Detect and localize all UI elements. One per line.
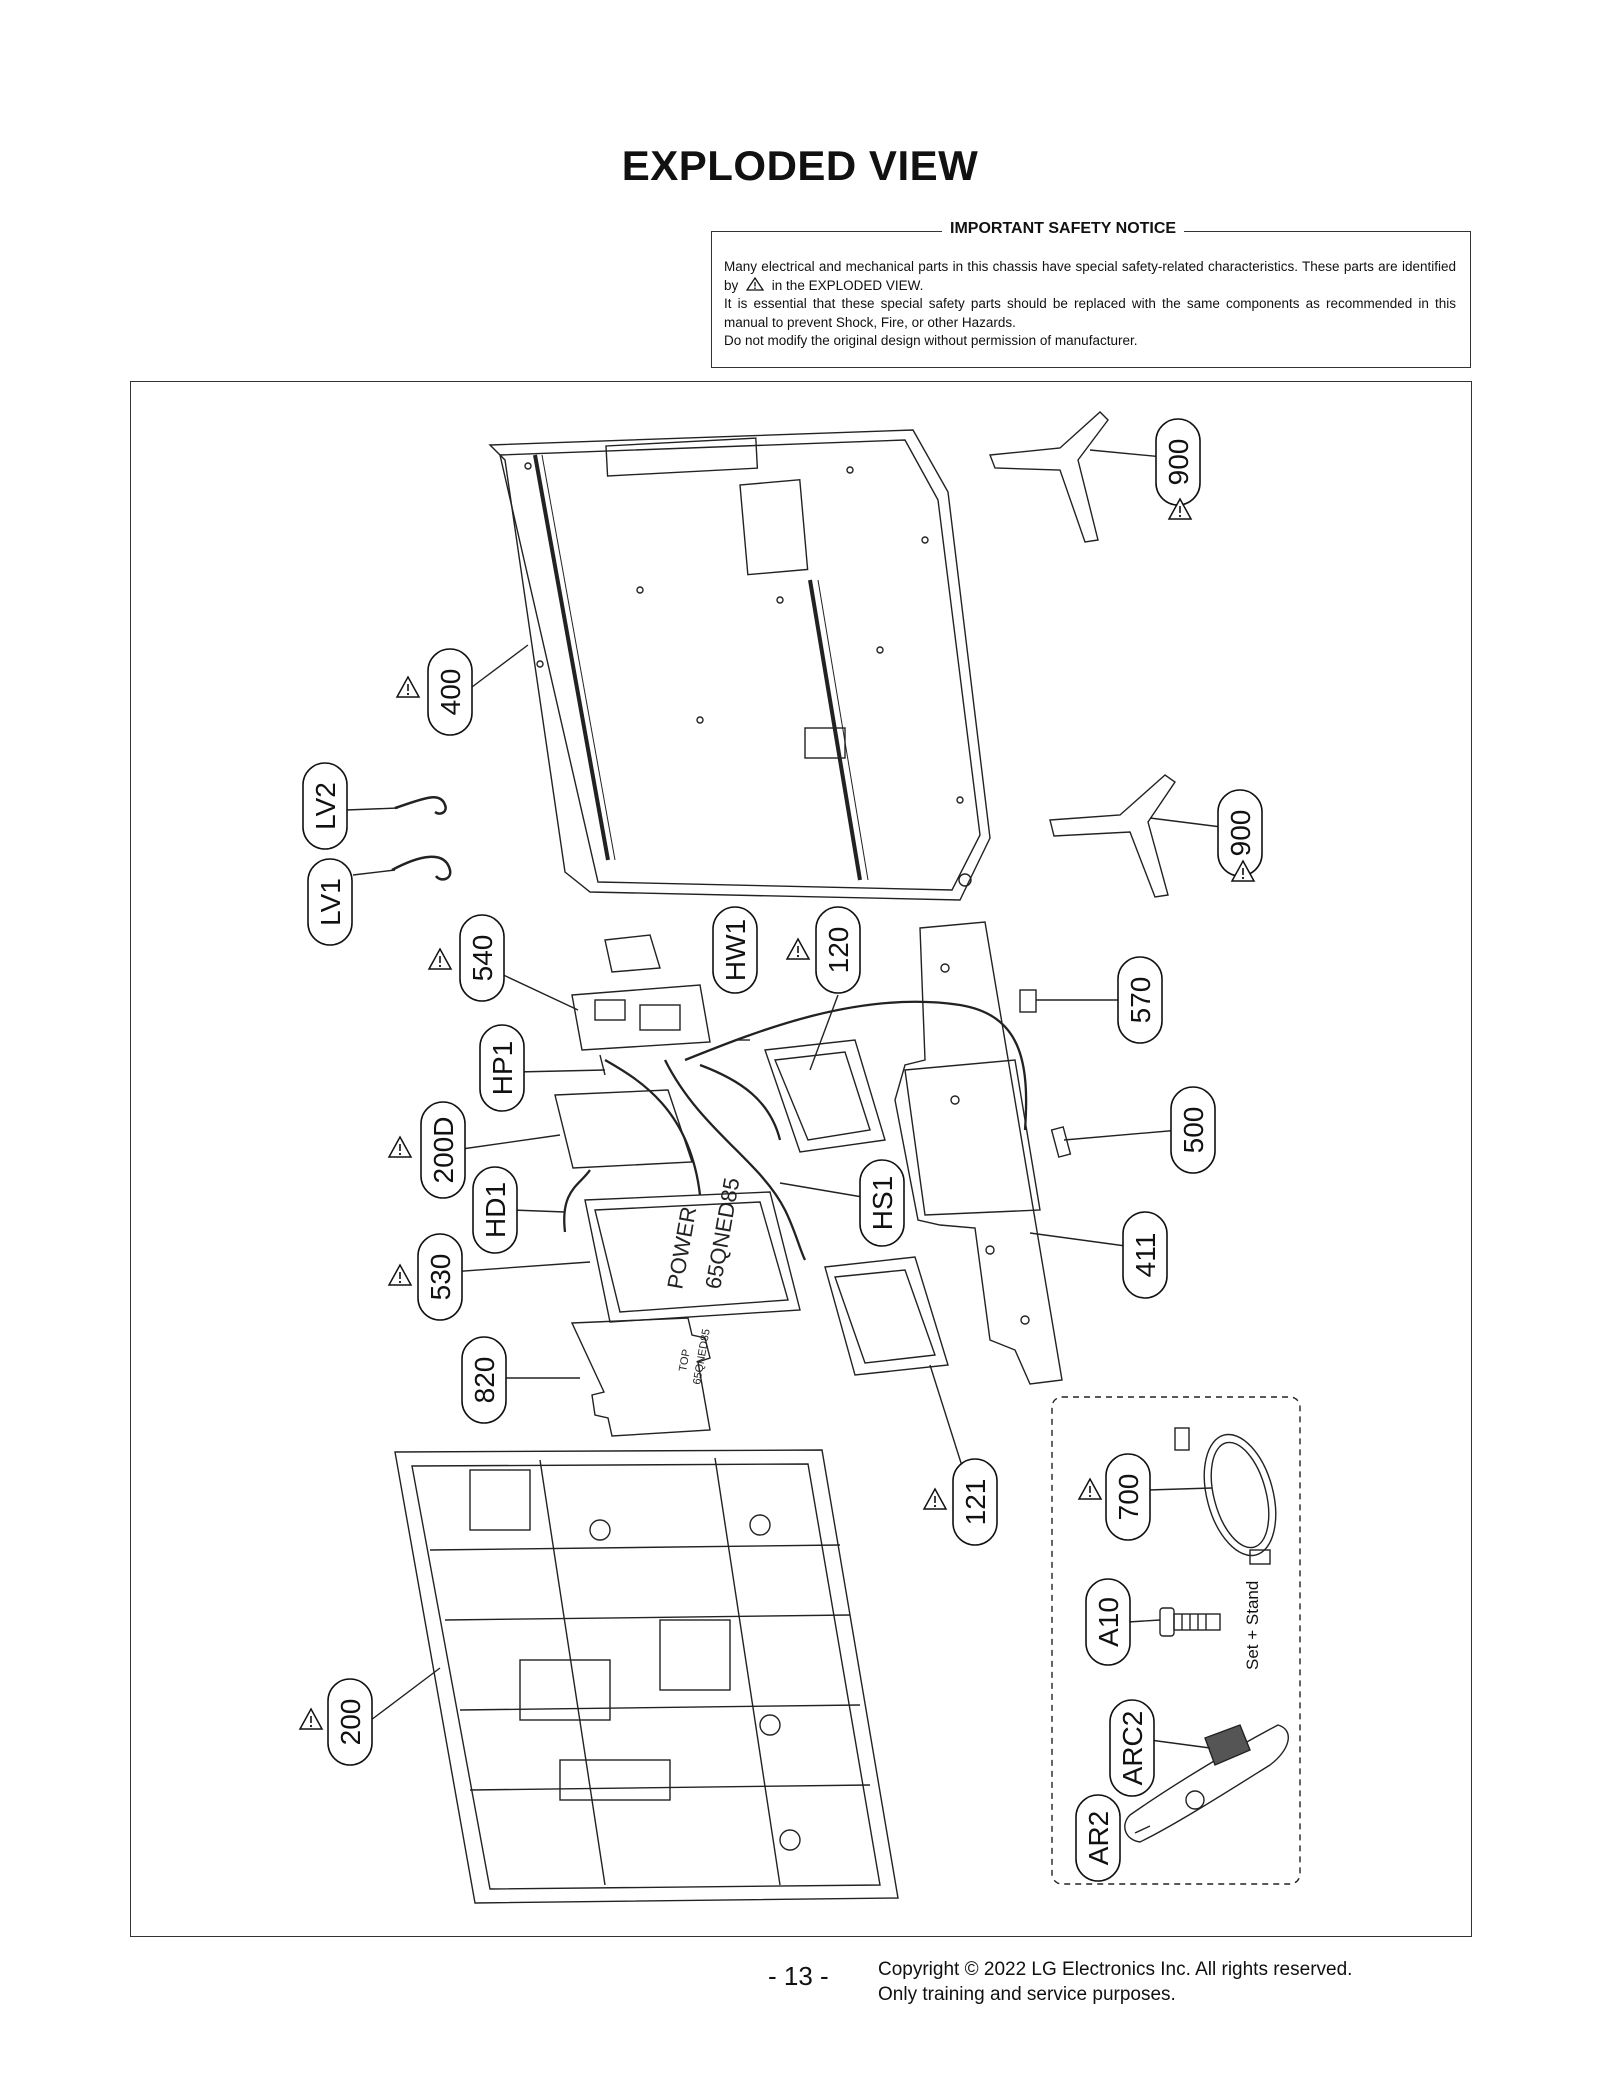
accessory-box — [1051, 1396, 1301, 1885]
speaker-121-part — [824, 1256, 949, 1376]
warning-icon — [388, 1136, 412, 1158]
svg-text:HW1: HW1 — [720, 919, 751, 981]
part-balloon-530: 530 — [417, 1233, 463, 1321]
warning-icon — [428, 948, 452, 970]
part-balloon-ar2: AR2 — [1075, 1794, 1121, 1882]
board-570-part — [1019, 989, 1037, 1013]
part-balloon-700: 700 — [1105, 1453, 1151, 1541]
safety-notice-body: Many electrical and mechanical parts in … — [724, 258, 1456, 351]
svg-text:HD1: HD1 — [480, 1182, 511, 1238]
part-balloon-900b: 900 — [1217, 789, 1263, 877]
part-balloon-820: 820 — [461, 1336, 507, 1424]
svg-text:ARC2: ARC2 — [1117, 1711, 1148, 1786]
part-balloon-arc2: ARC2 — [1109, 1699, 1155, 1797]
svg-text:570: 570 — [1125, 977, 1156, 1024]
svg-text:HS1: HS1 — [867, 1176, 898, 1230]
bracket-411-part — [894, 921, 1063, 1385]
notice-line2: It is essential that these special safet… — [724, 296, 1456, 330]
warning-icon — [299, 1708, 323, 1730]
safety-notice: IMPORTANT SAFETY NOTICE Many electrical … — [711, 220, 1471, 368]
hp1-cable — [604, 1059, 702, 1196]
svg-text:200D: 200D — [428, 1117, 459, 1184]
hw1-cable — [684, 1000, 1028, 1131]
back-cover-part — [488, 429, 991, 901]
warning-icon — [786, 938, 810, 960]
svg-text:A10: A10 — [1093, 1597, 1124, 1647]
part-balloon-hd1: HD1 — [472, 1166, 518, 1254]
svg-text:AR2: AR2 — [1083, 1811, 1114, 1865]
stand-upper-part — [989, 411, 1109, 543]
power-cord-part — [1174, 1427, 1277, 1565]
warning-icon — [745, 276, 765, 291]
part-balloon-hp1: HP1 — [479, 1024, 525, 1112]
part-balloon-411: 411 — [1122, 1211, 1168, 1299]
part-balloon-hs1: HS1 — [859, 1159, 905, 1247]
notice-line3: Do not modify the original design withou… — [724, 333, 1138, 348]
svg-text:LV1: LV1 — [315, 878, 346, 926]
page-title: EXPLODED VIEW — [621, 142, 979, 189]
part-balloon-121: 121 — [952, 1458, 998, 1546]
svg-text:HP1: HP1 — [487, 1041, 518, 1095]
diagram-frame — [130, 381, 1472, 1937]
svg-text:700: 700 — [1113, 1474, 1144, 1521]
svg-text:900: 900 — [1225, 810, 1256, 857]
warning-icon — [923, 1488, 947, 1510]
warning-icon — [396, 676, 420, 698]
svg-text:400: 400 — [435, 669, 466, 716]
screw-note: Set + Stand — [1243, 1581, 1262, 1670]
board-500-part — [1050, 1126, 1072, 1158]
notice-line1: Many electrical and mechanical parts in … — [724, 259, 1456, 293]
svg-text:900: 900 — [1163, 439, 1194, 486]
part-balloon-900a: 900 — [1155, 418, 1201, 506]
notice-line1-tail: in the EXPLODED VIEW. — [771, 277, 924, 293]
part-balloon-570: 570 — [1117, 956, 1163, 1044]
svg-text:530: 530 — [425, 1254, 456, 1301]
part-balloon-120: 120 — [815, 906, 861, 994]
power-board-text2: 65QNED85 — [700, 1176, 744, 1291]
part-balloon-hw1: HW1 — [712, 906, 758, 994]
screw-part — [1159, 1607, 1221, 1637]
part-balloon-400: 400 — [427, 648, 473, 736]
sheet-text1: TOP — [677, 1348, 693, 1372]
part-balloon-lv1: LV1 — [307, 858, 353, 946]
warning-icon — [1078, 1478, 1102, 1500]
svg-text:820: 820 — [469, 1357, 500, 1404]
power-cable — [699, 1063, 782, 1141]
copyright-line2: Only training and service purposes. — [878, 1984, 1176, 2005]
svg-text:411: 411 — [1130, 1233, 1161, 1278]
part-balloon-200: 200 — [327, 1678, 373, 1766]
part-balloon-200d: 200D — [420, 1101, 466, 1199]
svg-text:540: 540 — [467, 935, 498, 982]
power-board-text1: POWER — [662, 1205, 701, 1291]
warning-icon — [388, 1264, 412, 1286]
board-200d-part — [554, 1089, 693, 1169]
stand-lower-part — [1049, 774, 1176, 898]
speaker-120-part — [764, 1039, 886, 1153]
power-board-part — [584, 1191, 801, 1323]
part-balloon-lv2: LV2 — [302, 762, 348, 850]
hd1-cable — [563, 1169, 591, 1233]
insulation-sheet-part — [570, 1317, 711, 1437]
copyright: Copyright © 2022 LG Electronics Inc. All… — [878, 1957, 1352, 2007]
part-balloon-500: 500 — [1170, 1086, 1216, 1174]
svg-text:500: 500 — [1178, 1107, 1209, 1154]
hs1-cable — [663, 1059, 807, 1261]
svg-text:120: 120 — [823, 927, 854, 974]
safety-notice-title: IMPORTANT SAFETY NOTICE — [942, 220, 1185, 238]
svg-text:121: 121 — [960, 1479, 991, 1526]
part-balloon-a10: A10 — [1085, 1578, 1131, 1666]
svg-text:200: 200 — [335, 1699, 366, 1746]
remote-part — [1124, 1724, 1289, 1843]
lv2-cable — [394, 796, 447, 815]
main-board-part — [571, 934, 711, 1076]
display-frame-part — [394, 1449, 899, 1904]
svg-text:LV2: LV2 — [310, 782, 341, 830]
page-number: - 13 - — [768, 1961, 829, 1991]
copyright-line1: Copyright © 2022 LG Electronics Inc. All… — [878, 1959, 1353, 1980]
part-balloon-540: 540 — [459, 914, 505, 1002]
lv1-cable — [391, 855, 452, 881]
